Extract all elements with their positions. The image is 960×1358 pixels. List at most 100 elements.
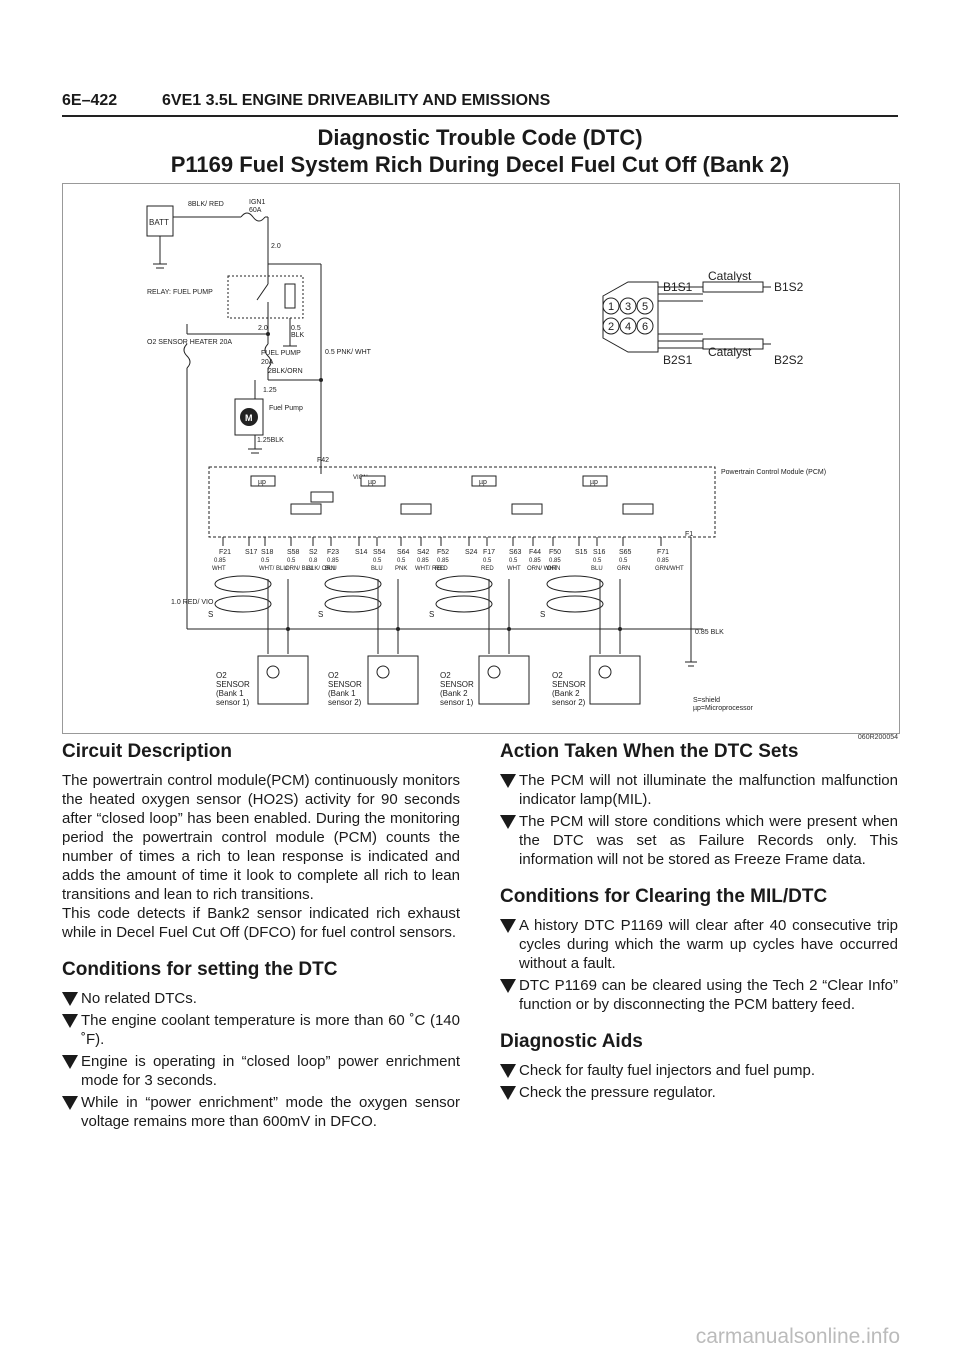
pcm-pin: S64 [397,549,410,556]
pcm-pin: S54 [373,549,386,556]
aids-item: Check for faulty fuel injectors and fuel… [500,1061,898,1080]
relay-wire-1: 2.0 [258,325,268,332]
wire-1-25blk: 1.25BLK [257,437,284,444]
relay-box [227,275,304,319]
wire-gauge: 0.85 [327,558,339,564]
wire-color: BLU [591,566,603,572]
b1s1-label: B1S1 [663,280,693,294]
microprocessor-label: µp [368,479,376,486]
wire-1-0-red-vio: 1.0 RED/ VIO [171,599,214,606]
cylinder-number: 5 [642,301,648,313]
wire-color: BLK/ ORN [307,566,335,572]
fuel-pump-label: Fuel Pump [269,405,303,412]
wire-gauge: 0.5 [619,558,628,564]
setting-item: The engine coolant temperature is more t… [62,1011,460,1049]
wire-085-blk: 0.85 BLK [695,629,724,636]
section-title: 6VE1 3.5L ENGINE DRIVEABILITY AND EMISSI… [162,92,551,109]
wire-gauge: 0.85 [437,558,449,564]
catalyst-label-1: Catalyst [708,269,752,283]
bullet-triangle-icon [62,992,78,1006]
pcm-box [208,466,716,538]
wire-gauge: 0.85 [657,558,669,564]
fusible-link [240,212,266,222]
aids-heading: Diagnostic Aids [500,1031,643,1052]
circuit-para-2: This code detects if Bank2 sensor indica… [62,905,460,941]
microprocessor-label: µp [479,479,487,486]
clearing-heading: Conditions for Clearing the MIL/DTC [500,886,828,907]
wire-color: RED [435,566,448,572]
pcm-pin: S16 [593,549,606,556]
setting-item: Engine is operating in “closed loop” pow… [62,1052,460,1090]
pcm-pin: S15 [575,549,588,556]
wire-05-pnk: 0.5 PNK/ WHT [325,349,372,356]
header-rule [62,115,898,117]
shield-label: S [429,610,434,619]
wire-gauge: 0.5 [509,558,518,564]
pcm-pin: F17 [483,549,495,556]
heater-fuse-label: O2 SENSOR HEATER 20A [147,339,232,346]
wire-color: GRN [617,566,630,572]
f42-pin: F42 [317,457,329,464]
left-column: Circuit Description The powertrain contr… [62,742,460,1134]
title-line-2: P1169 Fuel System Rich During Decel Fuel… [170,152,790,177]
wire-2-0: 2.0 [271,243,281,250]
pcm-pin: S58 [287,549,300,556]
wire-color: WHT [212,566,226,572]
pcm-pin: S42 [417,549,430,556]
bullet-triangle-icon [500,774,516,788]
relay-wire-2: 0.5 [291,325,301,332]
bullet-triangle-icon [500,979,516,993]
batt-label: BATT [149,218,169,227]
microprocessor-label: µp [590,479,598,486]
pcm-pin: S2 [309,549,318,556]
wire-gauge: 0.5 [483,558,492,564]
cylinder-number: 4 [625,321,631,333]
fuel-pump-fuse [264,343,272,369]
b1s2-label: B1S2 [774,280,804,294]
right-column: Action Taken When the DTC Sets The PCM w… [500,742,898,1105]
clearing-item: DTC P1169 can be cleared using the Tech … [500,976,898,1014]
vign-label: VIGN [353,475,368,481]
ign1-label: IGN1 [249,199,265,206]
cylinder-number: 6 [642,321,648,333]
cylinder-number: 1 [608,301,614,313]
wiring-diagram: BATT 8BLK/ RED IGN1 60A 2.0 RELAY: FUEL … [62,183,900,734]
action-heading: Action Taken When the DTC Sets [500,741,799,762]
setting-heading: Conditions for setting the DTC [62,959,338,980]
pcm-pin: S18 [261,549,274,556]
wire-color: WHT/ BLU [259,566,288,572]
wire-8blk-red: 8BLK/ RED [188,201,224,208]
shield-label: S [318,610,323,619]
ign1-amp: 60A [249,207,262,214]
shield-label: S [540,610,545,619]
circuit-para-1: The powertrain control module(PCM) conti… [62,772,460,903]
wire-gauge: 0.85 [214,558,226,564]
bullet-triangle-icon [500,815,516,829]
pcm-pin: S63 [509,549,522,556]
bullet-triangle-icon [500,1086,516,1100]
f1-pin: F1 [685,531,693,538]
bullet-triangle-icon [500,1064,516,1078]
pcm-pin: F52 [437,549,449,556]
relay-wire-2-color: BLK [291,332,305,339]
pcm-pin: F71 [657,549,669,556]
pcm-pin: F50 [549,549,561,556]
fuel-pump-motor-box [234,398,264,436]
b2s2-label: B2S2 [774,353,804,367]
pcm-pin: S24 [465,549,478,556]
pcm-pin: S65 [619,549,632,556]
bullet-triangle-icon [62,1014,78,1028]
cylinder-number: 2 [608,321,614,333]
pcm-label: Powertrain Control Module (PCM) [721,469,826,476]
microprocessor-label: µp [258,479,266,486]
wire-gauge: 0.5 [397,558,406,564]
wire-gauge: 0.85 [417,558,429,564]
wire-color: RED [481,566,494,572]
circuit-heading: Circuit Description [62,741,232,762]
battery-box [146,205,174,237]
